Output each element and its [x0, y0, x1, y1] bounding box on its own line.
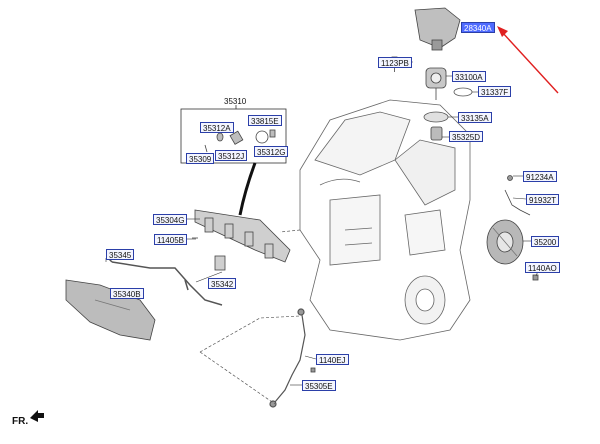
label-1140ej[interactable]: 1140EJ — [316, 354, 349, 365]
alternator-35200 — [486, 219, 524, 265]
hp-pump — [414, 7, 461, 51]
leader-dashes — [199, 229, 301, 405]
label-1140ao[interactable]: 1140AO — [525, 262, 560, 273]
label-35325d[interactable]: 35325D — [449, 131, 484, 142]
label-11405b[interactable]: 11405B — [154, 234, 187, 245]
label-35340b[interactable]: 35340B — [110, 288, 144, 299]
label-31337f[interactable]: 31337F — [478, 86, 512, 97]
label-91932t[interactable]: 91932T — [526, 194, 560, 205]
pump-33100a — [425, 67, 447, 100]
label-91234a[interactable]: 91234A — [523, 171, 557, 182]
label-33100a[interactable]: 33100A — [452, 71, 486, 82]
label-1123pb[interactable]: 1123PB — [378, 57, 412, 68]
label-33135a[interactable]: 33135A — [458, 112, 492, 123]
sensor-pipe-35305e — [269, 308, 306, 408]
bolt-1140ej — [310, 367, 316, 373]
bracket-91932t — [504, 175, 531, 216]
injector-parts — [204, 129, 276, 153]
label-33815e[interactable]: 33815E — [248, 115, 282, 126]
engine-block — [299, 99, 471, 341]
label-35312g[interactable]: 35312G — [254, 146, 289, 157]
ring-33135a — [423, 111, 449, 123]
fuel-rail — [192, 209, 291, 271]
harness-line — [238, 162, 257, 216]
pointer-arrow — [497, 26, 559, 94]
label-35310[interactable]: 35310 — [224, 97, 247, 106]
label-35342[interactable]: 35342 — [208, 278, 237, 289]
label-35345[interactable]: 35345 — [106, 249, 135, 260]
gasket-31337f — [453, 87, 473, 97]
follower-35325d — [430, 126, 443, 141]
label-35309[interactable]: 35309 — [186, 153, 215, 164]
label-35312a[interactable]: 35312A — [200, 122, 234, 133]
label-35312j[interactable]: 35312J — [215, 150, 248, 161]
bolt-1140ao — [532, 274, 539, 281]
injector-detail-box — [180, 105, 287, 164]
front-direction-label: FR. — [12, 416, 29, 427]
label-28340a[interactable]: 28340A — [461, 22, 495, 33]
label-35305e[interactable]: 35305E — [302, 380, 336, 391]
label-35304g[interactable]: 35304G — [153, 214, 188, 225]
label-35200[interactable]: 35200 — [531, 236, 560, 247]
fr-arrow-icon — [30, 410, 44, 422]
